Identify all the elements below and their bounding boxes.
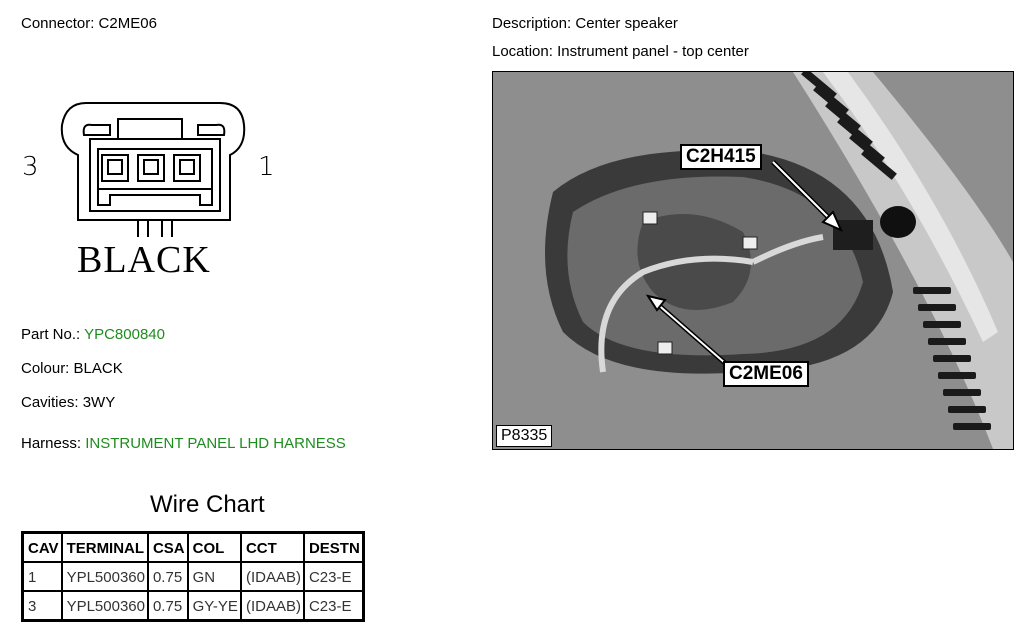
cell-cct: (IDAAB) — [239, 561, 305, 592]
cell-destn: C23-E — [302, 590, 365, 622]
wire-chart-title: Wire Chart — [150, 491, 265, 518]
wire-chart-table: CAV TERMINAL CSA COL CCT DESTN 1 YPL5003… — [21, 531, 365, 622]
callout-c2h415: C2H415 — [680, 144, 762, 170]
cavities-value: 3WY — [82, 394, 116, 411]
col-header-terminal: TERMINAL — [60, 531, 149, 563]
harness-label: Harness: — [21, 435, 82, 452]
cell-terminal: YPL500360 — [60, 561, 149, 592]
col-header-destn: DESTN — [302, 531, 365, 563]
cell-csa: 0.75 — [146, 561, 189, 592]
cell-csa: 0.75 — [146, 590, 189, 622]
colour-label: Colour: — [21, 360, 70, 377]
cavity-number-right: 1 — [258, 152, 275, 182]
col-header-cct: CCT — [239, 531, 305, 563]
col-header-col: COL — [186, 531, 242, 563]
col-header-csa: CSA — [146, 531, 189, 563]
connector-face-drawing: 3 1 — [22, 102, 275, 237]
connector-line: Connector: C2ME06 — [21, 15, 157, 32]
table-row: 3 YPL500360 0.75 GY-YE (IDAAB) C23-E — [21, 590, 365, 622]
cavities-line: Cavities: 3WY — [21, 394, 115, 411]
cell-terminal: YPL500360 — [60, 590, 149, 622]
harness-line: Harness: INSTRUMENT PANEL LHD HARNESS — [21, 435, 346, 452]
cell-cav: 1 — [21, 561, 63, 592]
description-line: Description: Center speaker — [492, 15, 678, 32]
part-no-link[interactable]: YPC800840 — [84, 326, 165, 343]
drawing-colour-label: BLACK — [77, 239, 211, 281]
dashboard-illustration — [493, 72, 1013, 449]
connector-label: Connector: — [21, 15, 95, 32]
part-no-line: Part No.: YPC800840 — [21, 326, 165, 343]
cavities-label: Cavities: — [21, 394, 79, 411]
cell-col: GN — [186, 561, 242, 592]
location-value: Instrument panel - top center — [557, 43, 749, 60]
wire-chart-header-row: CAV TERMINAL CSA COL CCT DESTN — [21, 531, 365, 563]
cavity-number-left: 3 — [22, 152, 39, 182]
location-label: Location: — [492, 43, 553, 60]
cell-destn: C23-E — [302, 561, 365, 592]
table-row: 1 YPL500360 0.75 GN (IDAAB) C23-E — [21, 561, 365, 592]
col-header-cav: CAV — [21, 531, 63, 563]
part-no-label: Part No.: — [21, 326, 81, 343]
description-value: Center speaker — [575, 15, 678, 32]
description-label: Description: — [492, 15, 572, 32]
cell-cct: (IDAAB) — [239, 590, 305, 622]
callout-c2me06: C2ME06 — [723, 361, 809, 387]
connector-value: C2ME06 — [98, 15, 157, 32]
cell-cav: 3 — [21, 590, 63, 622]
harness-link[interactable]: INSTRUMENT PANEL LHD HARNESS — [85, 435, 346, 452]
cell-col: GY-YE — [186, 590, 242, 622]
colour-line: Colour: BLACK — [21, 360, 123, 377]
colour-value: BLACK — [73, 360, 123, 377]
photo-id-label: P8335 — [496, 425, 553, 447]
location-line: Location: Instrument panel - top center — [492, 43, 749, 60]
location-photo: C2H415 C2ME06 P8335 — [492, 71, 1014, 450]
